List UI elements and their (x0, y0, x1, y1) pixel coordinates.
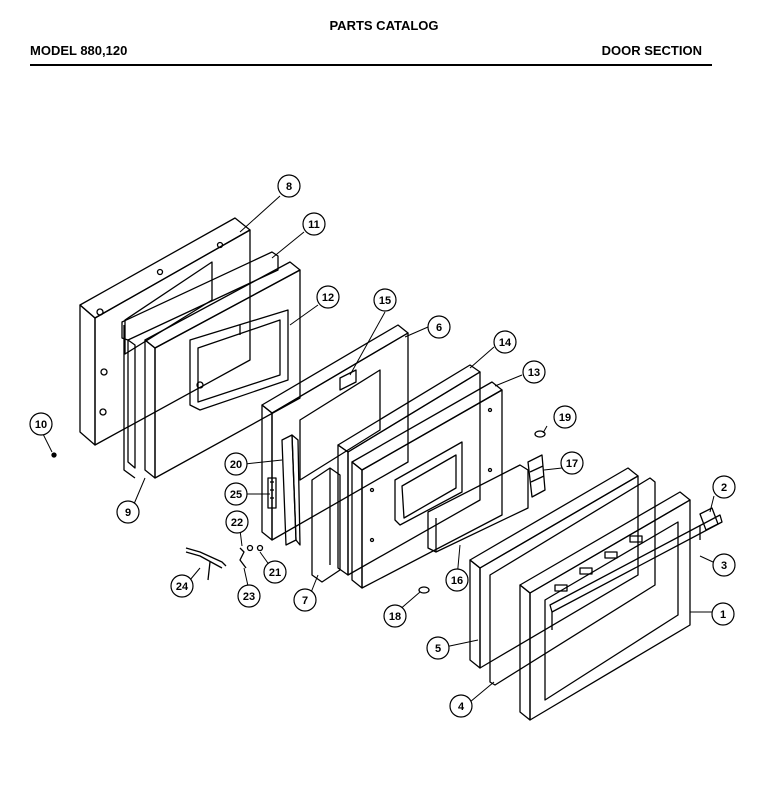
part-3-handle (549, 514, 723, 630)
callout-22: 22 (225, 510, 249, 534)
callout-3: 3 (712, 553, 736, 577)
callout-2: 2 (712, 475, 736, 499)
callout-8: 8 (277, 174, 301, 198)
svg-text:18: 18 (389, 611, 401, 623)
svg-text:17: 17 (566, 458, 578, 470)
svg-text:16: 16 (451, 575, 463, 587)
page-title: PARTS CATALOG (329, 18, 439, 33)
callout-15: 15 (373, 288, 397, 312)
svg-text:14: 14 (499, 337, 512, 349)
part-24-hinge-arm (185, 547, 227, 581)
svg-text:22: 22 (231, 517, 243, 529)
callout-7: 7 (293, 588, 317, 612)
svg-text:12: 12 (322, 292, 334, 304)
svg-text:9: 9 (125, 507, 131, 519)
section-name: DOOR SECTION (601, 43, 702, 58)
svg-text:25: 25 (230, 489, 242, 501)
svg-text:15: 15 (379, 295, 391, 307)
part-8-inner-liner (79, 217, 251, 446)
callout-21: 21 (263, 560, 287, 584)
svg-text:23: 23 (243, 591, 255, 603)
svg-text:13: 13 (528, 367, 540, 379)
part-1-door-frame (519, 491, 691, 721)
callout-12: 12 (316, 285, 340, 309)
leader-lines (41, 195, 715, 703)
svg-text:6: 6 (436, 322, 442, 334)
part-22-23-hinge-pin (239, 544, 264, 569)
part-16-glass (427, 464, 529, 553)
model-number: MODEL 880,120 (30, 43, 128, 58)
svg-text:11: 11 (308, 219, 320, 231)
svg-text:21: 21 (269, 567, 281, 579)
callout-6: 6 (427, 315, 451, 339)
svg-text:3: 3 (721, 560, 727, 572)
svg-text:4: 4 (458, 701, 465, 713)
callout-10: 10 (29, 412, 53, 436)
part-9-gasket (121, 251, 279, 479)
svg-text:7: 7 (302, 595, 308, 607)
part-18-screw (418, 586, 430, 594)
part-4-trim (489, 477, 656, 686)
part-14-outer-frame (337, 364, 481, 576)
callout-19: 19 (553, 405, 577, 429)
callout-25: 25 (224, 482, 248, 506)
header-rule (30, 64, 712, 66)
callout-14: 14 (493, 330, 517, 354)
part-10-screw (51, 452, 57, 458)
callout-20: 20 (224, 452, 248, 476)
part-17-clip (527, 454, 546, 498)
svg-text:8: 8 (286, 181, 292, 193)
callout-9: 9 (116, 500, 140, 524)
part-11-insulation (144, 261, 301, 479)
callout-17: 17 (560, 451, 584, 475)
callout-18: 18 (383, 604, 407, 628)
callout-16: 16 (445, 568, 469, 592)
svg-text:19: 19 (559, 412, 571, 424)
callout-13: 13 (522, 360, 546, 384)
part-13-door-panel (351, 381, 503, 589)
callout-4: 4 (449, 694, 473, 718)
part-20-hinge-channel (267, 434, 301, 546)
svg-text:20: 20 (230, 459, 242, 471)
part-6-middle-frame (261, 324, 409, 541)
part-2-handle-bracket (699, 507, 719, 531)
callout-23: 23 (237, 584, 261, 608)
callout-5: 5 (426, 636, 450, 660)
part-7-side-channel (311, 467, 341, 583)
callout-1: 1 (711, 602, 735, 626)
svg-text:5: 5 (435, 643, 441, 655)
part-5-glass (469, 467, 639, 669)
callout-24: 24 (170, 574, 194, 598)
callout-11: 11 (302, 212, 326, 236)
svg-text:24: 24 (176, 581, 189, 593)
svg-text:1: 1 (720, 609, 726, 621)
svg-text:10: 10 (35, 419, 47, 431)
part-12-window-box (189, 309, 289, 411)
svg-text:2: 2 (721, 482, 727, 494)
part-19-screw (534, 430, 546, 438)
